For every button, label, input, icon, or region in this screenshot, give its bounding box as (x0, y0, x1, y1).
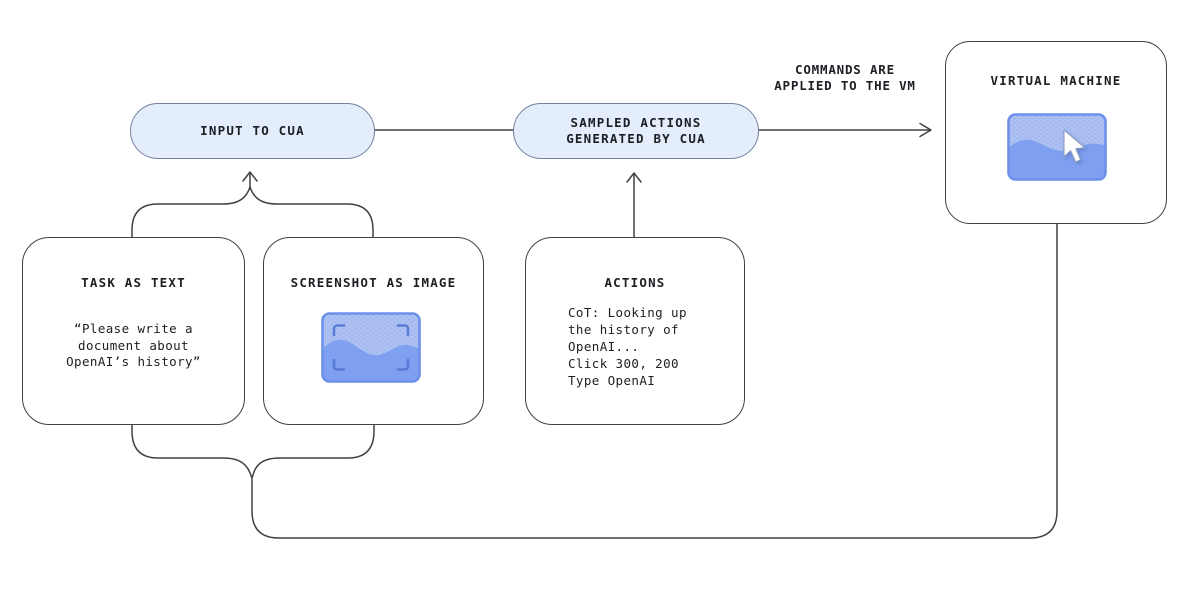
thumb-border (321, 312, 421, 383)
actions-cot-text: CoT: Looking up the history of OpenAI...… (568, 305, 687, 388)
arrowhead-up-icon (242, 171, 258, 182)
node-sampled-actions-label: SAMPLED ACTIONS GENERATED BY CUA (566, 115, 706, 146)
brace-up-right (249, 186, 374, 238)
wave-graphic (322, 339, 420, 382)
node-screenshot-as-image: SCREENSHOT AS IMAGE (263, 237, 484, 425)
node-sampled-actions: SAMPLED ACTIONS GENERATED BY CUA (513, 103, 759, 159)
vm-thumbnail-icon (1007, 113, 1107, 181)
node-task-label: TASK AS TEXT (81, 275, 186, 290)
node-vm-label: VIRTUAL MACHINE (990, 73, 1122, 88)
node-actions: ACTIONS CoT: Looking up the history of O… (525, 237, 745, 425)
capture-brackets-icon (332, 324, 410, 371)
thumb-border (1007, 113, 1107, 181)
thumb-texture-and-wave (1008, 114, 1106, 180)
commands-applied-annotation: COMMANDS ARE APPLIED TO THE VM (774, 62, 916, 93)
task-quote-text: “Please write a document about OpenAI’s … (66, 321, 201, 369)
node-task-as-text: TASK AS TEXT “Please write a document ab… (22, 237, 245, 425)
thumb-texture-and-wave (322, 313, 420, 382)
screenshot-thumbnail-icon (321, 312, 421, 383)
node-virtual-machine: VIRTUAL MACHINE (945, 41, 1167, 224)
node-screenshot-label: SCREENSHOT AS IMAGE (290, 275, 457, 290)
cursor-icon (1063, 129, 1086, 163)
brace-down-right (251, 422, 375, 478)
node-input-to-cua: INPUT TO CUA (130, 103, 375, 159)
feedback-loop-line (251, 221, 1058, 539)
brace-down-left (131, 422, 253, 478)
arrowhead-right-icon (919, 122, 932, 138)
node-input-to-cua-label: INPUT TO CUA (200, 123, 305, 138)
node-actions-label: ACTIONS (604, 275, 666, 290)
wave-graphic (1008, 139, 1106, 180)
brace-up-left (131, 186, 251, 238)
arrowhead-up-actions-icon (626, 172, 642, 183)
